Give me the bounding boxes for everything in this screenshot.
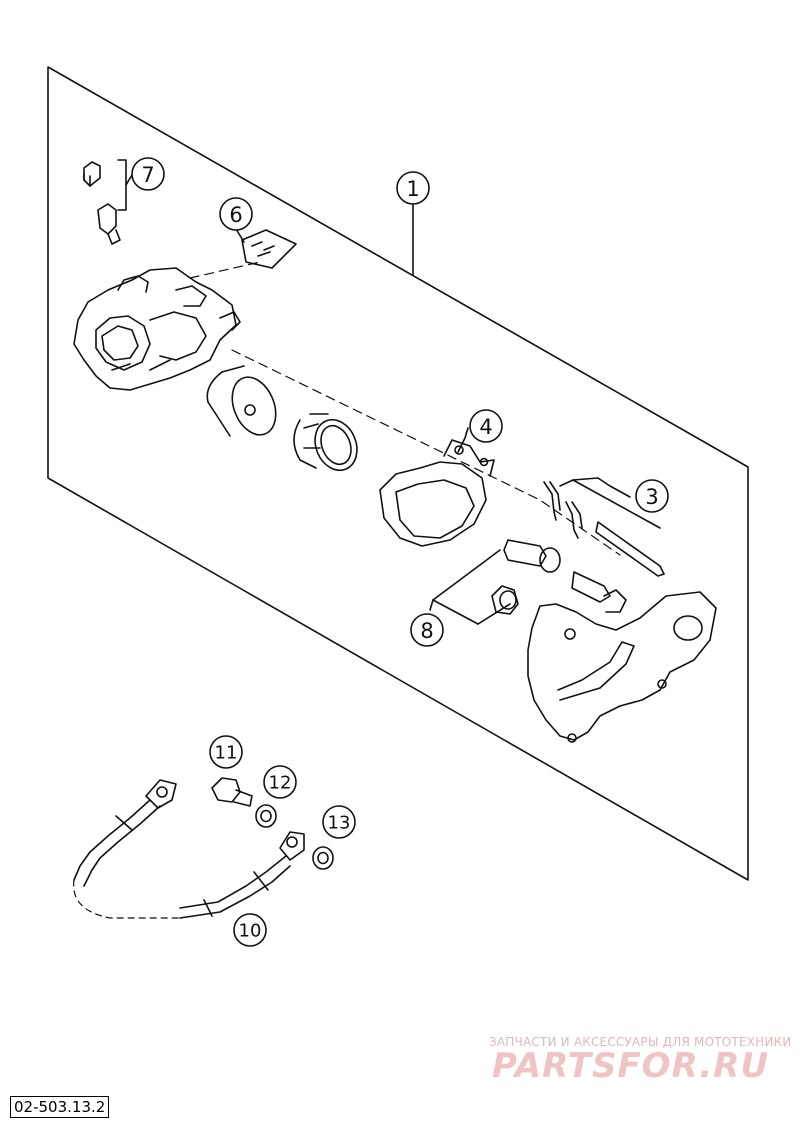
guide-pin xyxy=(503,539,561,573)
callout-label-4: 4 xyxy=(479,415,492,439)
callout-8 xyxy=(410,613,444,647)
callout-label-3: 3 xyxy=(645,485,658,509)
callout-10 xyxy=(233,913,267,947)
clip-plate xyxy=(241,229,297,269)
caliper-body xyxy=(73,267,241,391)
callout-4 xyxy=(469,409,503,443)
sealing-washer-b xyxy=(312,846,334,870)
pad-pin xyxy=(595,521,665,577)
sealing-washer-a xyxy=(255,804,277,828)
watermark-tagline: ЗАПЧАСТИ И АКСЕССУАРЫ ДЛЯ МОТОТЕХНИКИ xyxy=(489,1035,792,1049)
callout-12 xyxy=(263,765,297,799)
callout-1 xyxy=(396,171,430,205)
assembly-frame xyxy=(47,66,749,881)
reference-code: 02-503.13.2 xyxy=(10,1096,110,1118)
callout-label-13: 13 xyxy=(328,813,351,834)
callout-6 xyxy=(219,197,253,231)
callout-label-10: 10 xyxy=(239,921,262,942)
callout-7 xyxy=(131,157,165,191)
callout-3 xyxy=(635,479,669,513)
guide-pin-short xyxy=(571,571,611,603)
callout-label-1: 1 xyxy=(406,177,419,201)
pin-clips xyxy=(543,481,583,539)
brake-pads xyxy=(379,439,495,547)
callout-label-6: 6 xyxy=(229,203,242,227)
piston xyxy=(206,365,277,437)
callout-11 xyxy=(209,735,243,769)
brake-hose xyxy=(73,779,305,919)
callout-label-11: 11 xyxy=(215,743,238,764)
guide-bushing xyxy=(491,585,519,615)
callout-label-8: 8 xyxy=(420,619,433,643)
bleeder-cap xyxy=(83,161,101,187)
piston-seal xyxy=(293,413,358,472)
callout-label-12: 12 xyxy=(269,773,292,794)
banjo-bolt xyxy=(211,777,253,807)
callout-13 xyxy=(322,805,356,839)
watermark-logo: PARTSFOR.RU xyxy=(492,1046,770,1086)
bleeder-valve xyxy=(97,203,121,245)
caliper-bracket xyxy=(527,589,717,743)
callout-label-7: 7 xyxy=(141,163,154,187)
